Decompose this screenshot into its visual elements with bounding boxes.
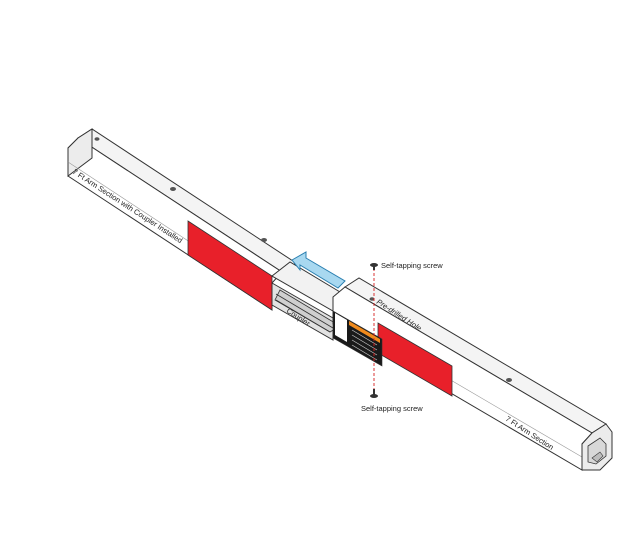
pre-drilled-hole xyxy=(369,297,375,301)
bottom-screw: Self-tapping screw xyxy=(361,389,423,413)
warning-label xyxy=(332,310,383,367)
top-screw-label: Self-tapping screw xyxy=(381,261,443,270)
hole xyxy=(94,137,100,141)
hole xyxy=(506,378,512,382)
right-arm-section: Pre-drilled Hole 7 Ft Arm Section xyxy=(332,277,613,471)
bottom-screw-label: Self-tapping screw xyxy=(361,404,423,413)
hole xyxy=(170,187,176,191)
left-arm-section: 7 Ft Arm Section with Coupler Installed xyxy=(67,128,297,311)
insertion-arrow xyxy=(291,251,346,289)
top-screw: Self-tapping screw xyxy=(370,261,443,270)
left-red-band xyxy=(187,220,273,311)
hole xyxy=(261,238,267,242)
screw-icon xyxy=(370,394,378,398)
